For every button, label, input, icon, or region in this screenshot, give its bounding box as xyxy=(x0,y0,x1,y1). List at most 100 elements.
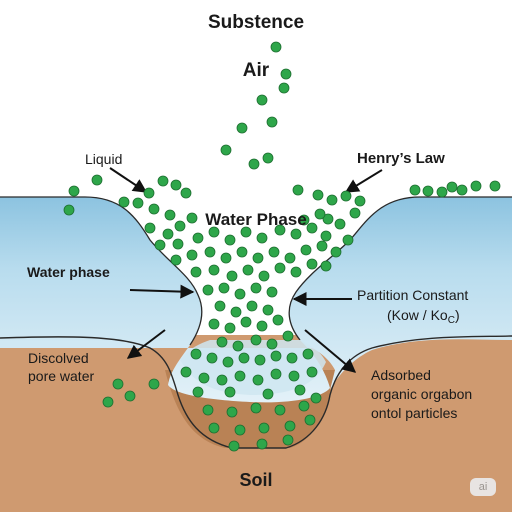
particle xyxy=(272,314,284,326)
particle xyxy=(422,185,434,197)
partition-formula-suffix: ) xyxy=(454,307,460,323)
particle xyxy=(286,352,298,364)
particle xyxy=(252,374,264,386)
particle xyxy=(262,388,274,400)
particle xyxy=(274,262,286,274)
particle xyxy=(220,252,232,264)
air-label: Air xyxy=(242,60,270,81)
water-phase-left-label: Water phase xyxy=(27,264,110,280)
partition-formula-subscript: C xyxy=(447,315,455,326)
particle xyxy=(222,356,234,368)
particle-group xyxy=(63,41,501,452)
particle xyxy=(284,420,296,432)
particle xyxy=(216,336,228,348)
particle xyxy=(112,378,124,390)
particle xyxy=(489,180,501,192)
particle xyxy=(208,422,220,434)
particle xyxy=(294,384,306,396)
particle xyxy=(306,222,318,234)
particle xyxy=(256,438,268,450)
particle xyxy=(409,184,421,196)
particle xyxy=(148,378,160,390)
particle xyxy=(238,352,250,364)
water-phase-body xyxy=(0,197,512,403)
particle xyxy=(456,184,468,196)
particle xyxy=(224,322,236,334)
partition-formula-prefix: (Kow / Ko xyxy=(387,307,448,323)
particle xyxy=(208,226,220,238)
particle xyxy=(164,209,176,221)
particle xyxy=(290,266,302,278)
particle xyxy=(349,207,361,219)
particle xyxy=(340,190,352,202)
particle xyxy=(143,187,155,199)
particle xyxy=(446,181,458,193)
particle xyxy=(192,386,204,398)
particle xyxy=(302,348,314,360)
particle xyxy=(320,230,332,242)
particle xyxy=(91,174,103,186)
particle xyxy=(326,194,338,206)
particle xyxy=(236,122,248,134)
particle xyxy=(306,258,318,270)
partition-constant-formula: (Kow / KoC) xyxy=(387,307,460,326)
particle xyxy=(190,348,202,360)
particle xyxy=(266,338,278,350)
adsorbed-label-line2: organic orgabon xyxy=(371,386,473,402)
particle xyxy=(246,300,258,312)
soil-label: Soil xyxy=(239,470,273,490)
particle xyxy=(304,414,316,426)
particle xyxy=(268,246,280,258)
particle xyxy=(240,226,252,238)
particle xyxy=(216,374,228,386)
particle xyxy=(118,196,130,208)
particle xyxy=(226,406,238,418)
water-phase-center-label: Water Phase xyxy=(205,210,307,229)
particle xyxy=(234,424,246,436)
particle xyxy=(198,372,210,384)
particle xyxy=(172,238,184,250)
particle xyxy=(144,222,156,234)
particle xyxy=(270,350,282,362)
particle xyxy=(236,246,248,258)
particle xyxy=(63,204,75,216)
particle xyxy=(278,82,290,94)
particle xyxy=(274,404,286,416)
particle xyxy=(354,195,366,207)
particle xyxy=(266,286,278,298)
particle xyxy=(256,232,268,244)
particle xyxy=(228,440,240,452)
particle xyxy=(282,330,294,342)
particle xyxy=(162,228,174,240)
particle xyxy=(68,185,80,197)
particle xyxy=(180,187,192,199)
particle xyxy=(170,254,182,266)
water-surface-line xyxy=(0,196,203,346)
particle xyxy=(230,306,242,318)
ai-badge: ai xyxy=(470,478,496,496)
particle xyxy=(298,400,310,412)
particle xyxy=(226,270,238,282)
particle xyxy=(190,266,202,278)
particle xyxy=(204,246,216,258)
particle xyxy=(274,224,286,236)
particle xyxy=(234,288,246,300)
particle xyxy=(232,340,244,352)
particle xyxy=(270,41,282,53)
dissolved-arrow xyxy=(126,329,166,359)
water-surface-line-right xyxy=(288,196,512,341)
particle xyxy=(214,300,226,312)
particle xyxy=(306,366,318,378)
particle xyxy=(154,239,166,251)
particle xyxy=(208,318,220,330)
dissolved-label-line2: pore water xyxy=(28,368,95,384)
particle xyxy=(192,232,204,244)
particle xyxy=(248,158,260,170)
particle xyxy=(330,246,342,258)
particle xyxy=(262,152,274,164)
particle xyxy=(282,434,294,446)
particle xyxy=(256,94,268,106)
particle xyxy=(206,352,218,364)
particle xyxy=(320,260,332,272)
particle xyxy=(202,404,214,416)
